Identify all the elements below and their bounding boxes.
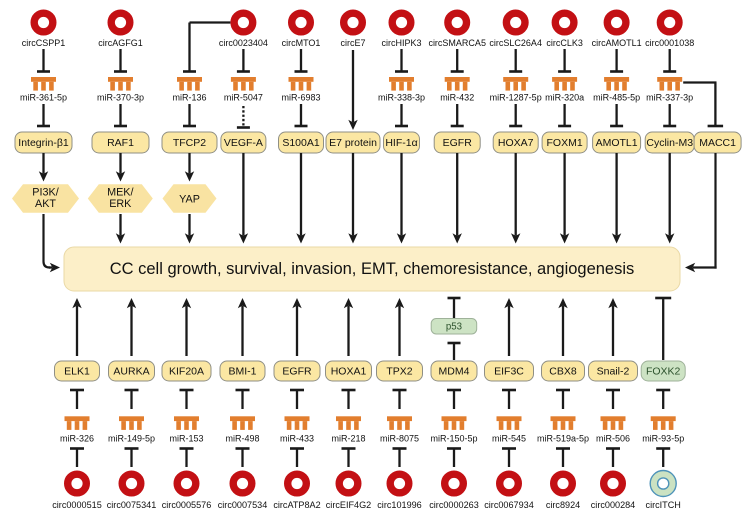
svg-text:ELK1: ELK1 [64,366,90,378]
svg-text:miR-337-3p: miR-337-3p [646,92,693,102]
svg-text:miR-326: miR-326 [60,433,94,443]
svg-text:S100A1: S100A1 [282,137,320,149]
svg-text:miR-218: miR-218 [331,433,365,443]
svg-text:EIF3C: EIF3C [494,366,524,378]
svg-text:circ0000515: circ0000515 [52,500,102,510]
svg-text:circSMARCA5: circSMARCA5 [428,38,486,48]
svg-text:VEGF-A: VEGF-A [224,137,263,149]
svg-text:Integrin-β1: Integrin-β1 [18,137,69,149]
svg-text:circCSPP1: circCSPP1 [22,38,66,48]
svg-text:circITCH: circITCH [646,500,681,510]
svg-text:miR-1287-5p: miR-1287-5p [490,92,542,102]
svg-text:circEIF4G2: circEIF4G2 [326,500,371,510]
svg-text:circ8924: circ8924 [546,500,580,510]
svg-text:miR-6983: miR-6983 [281,92,320,102]
svg-text:HOXA1: HOXA1 [331,366,367,378]
svg-text:miR-361-5p: miR-361-5p [20,92,67,102]
svg-text:HIF-1α: HIF-1α [385,137,417,149]
svg-text:circ0005576: circ0005576 [162,500,212,510]
svg-text:circ0067934: circ0067934 [484,500,534,510]
svg-text:circ0007534: circ0007534 [218,500,268,510]
svg-text:Cyclin-M3: Cyclin-M3 [646,137,693,149]
svg-text:FOXK2: FOXK2 [646,366,681,378]
svg-text:miR-485-5p: miR-485-5p [593,92,640,102]
svg-text:circ101996: circ101996 [377,500,422,510]
svg-text:EGFR: EGFR [443,137,473,149]
svg-text:HOXA7: HOXA7 [498,137,534,149]
svg-text:KIF20A: KIF20A [169,366,204,378]
svg-text:circ0000263: circ0000263 [429,500,479,510]
svg-text:circAGFG1: circAGFG1 [98,38,143,48]
svg-text:miR-370-3p: miR-370-3p [97,92,144,102]
svg-text:MDM4: MDM4 [439,366,470,378]
svg-text:miR-506: miR-506 [596,433,630,443]
svg-text:AKT: AKT [35,198,56,210]
svg-text:AURKA: AURKA [113,366,149,378]
svg-text:circ0075341: circ0075341 [107,500,157,510]
svg-text:miR-5047: miR-5047 [224,92,263,102]
svg-text:MEK/: MEK/ [107,186,133,198]
svg-text:circ0001038: circ0001038 [645,38,694,48]
svg-text:miR-338-3p: miR-338-3p [378,92,425,102]
svg-text:circ0023404: circ0023404 [219,38,268,48]
svg-text:miR-93-5p: miR-93-5p [642,433,684,443]
svg-text:miR-150-5p: miR-150-5p [430,433,477,443]
svg-text:circATP8A2: circATP8A2 [273,500,320,510]
svg-text:miR-153: miR-153 [169,433,203,443]
svg-text:miR-136: miR-136 [172,92,206,102]
svg-text:miR-545: miR-545 [492,433,526,443]
svg-text:PI3K/: PI3K/ [32,186,58,198]
svg-text:Snail-2: Snail-2 [597,366,630,378]
svg-text:miR-432: miR-432 [440,92,474,102]
svg-text:miR-320a: miR-320a [545,92,584,102]
svg-text:FOXM1: FOXM1 [547,137,583,149]
svg-text:circCLK3: circCLK3 [546,38,583,48]
svg-text:TFCP2: TFCP2 [173,137,206,149]
svg-text:circAMOTL1: circAMOTL1 [592,38,642,48]
svg-text:CBX8: CBX8 [549,366,577,378]
svg-text:BMI-1: BMI-1 [228,366,256,378]
svg-text:p53: p53 [446,322,462,333]
svg-text:YAP: YAP [179,193,200,205]
svg-text:RAF1: RAF1 [107,137,134,149]
svg-text:EGFR: EGFR [282,366,312,378]
svg-text:circMTO1: circMTO1 [282,38,321,48]
svg-text:E7 protein: E7 protein [329,137,377,149]
svg-text:ERK: ERK [109,198,132,210]
svg-text:AMOTL1: AMOTL1 [596,137,638,149]
svg-text:circE7: circE7 [340,38,365,48]
svg-text:circHIPK3: circHIPK3 [381,38,421,48]
svg-text:miR-498: miR-498 [225,433,259,443]
svg-text:circSLC26A4: circSLC26A4 [489,38,542,48]
svg-text:MACC1: MACC1 [699,137,736,149]
svg-text:circ000284: circ000284 [591,500,636,510]
svg-text:CC cell growth, survival, inva: CC cell growth, survival, invasion, EMT,… [110,260,635,278]
svg-text:miR-519a-5p: miR-519a-5p [537,433,589,443]
svg-text:TPX2: TPX2 [386,366,412,378]
svg-text:miR-8075: miR-8075 [380,433,419,443]
svg-text:miR-149-5p: miR-149-5p [108,433,155,443]
svg-text:miR-433: miR-433 [280,433,314,443]
